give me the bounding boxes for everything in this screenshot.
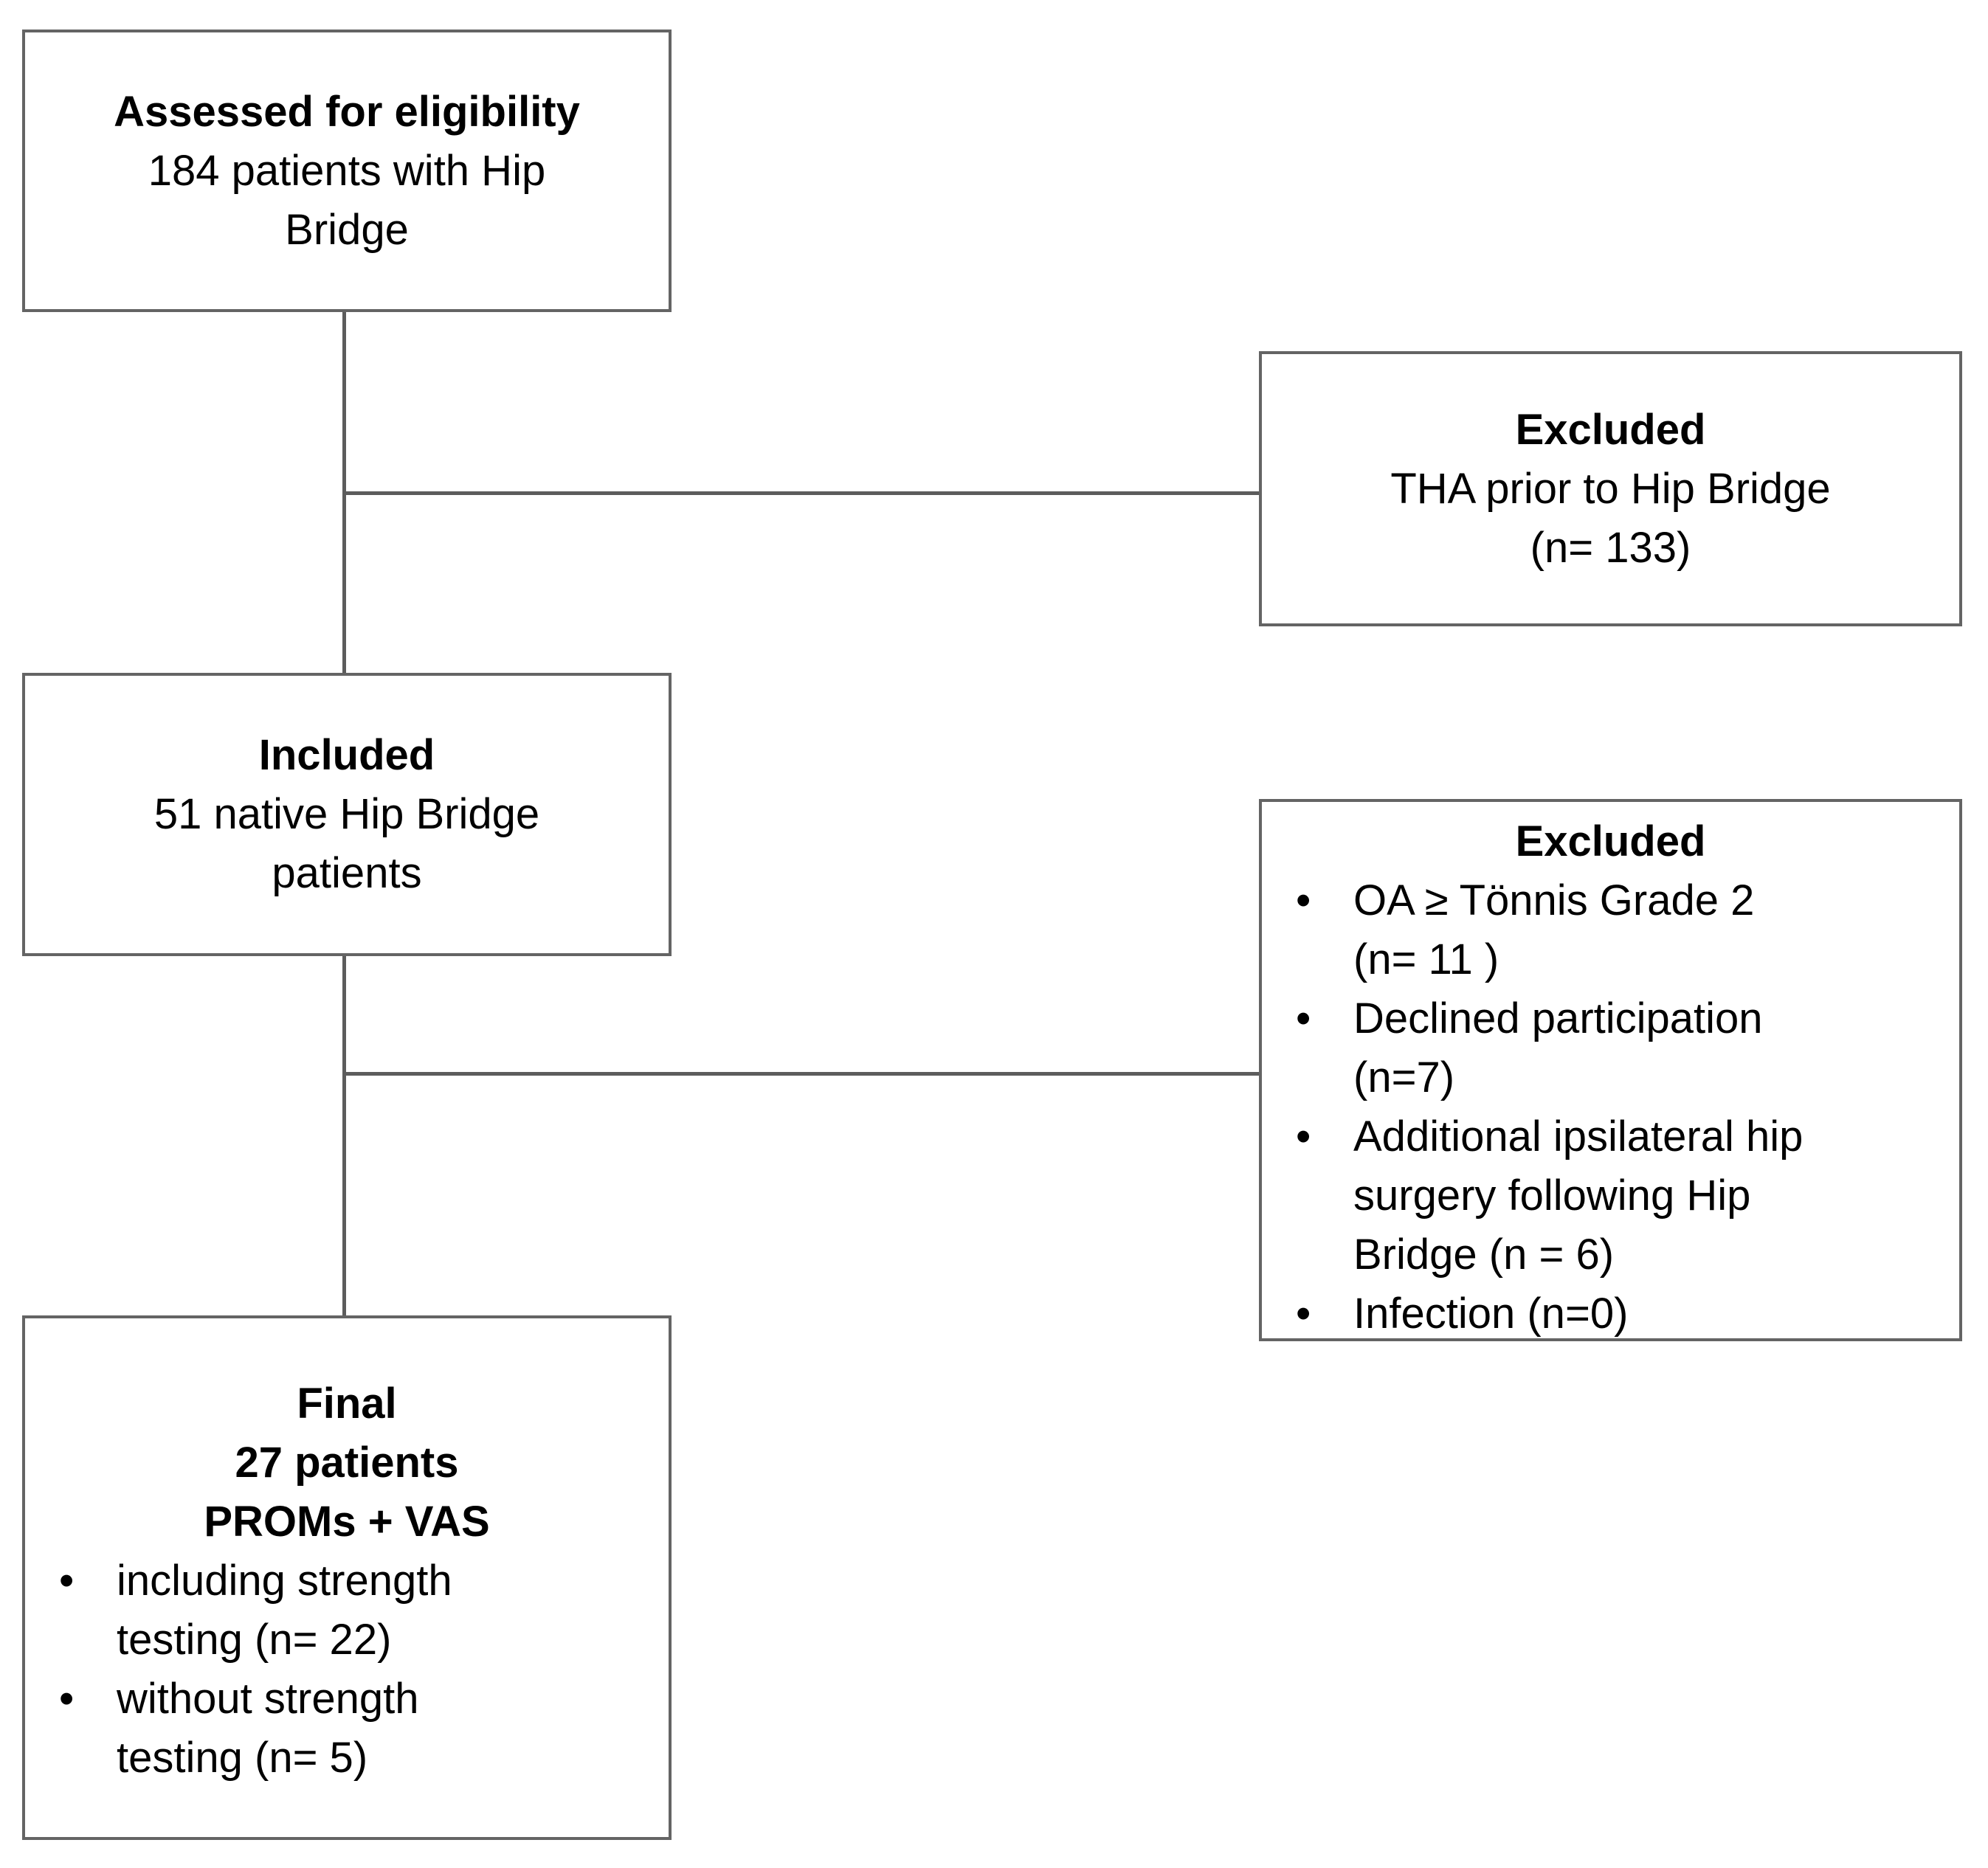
box-excluded-other: Excluded OA ≥ Tönnis Grade 2 (n= 11 ) De… [1259,799,1962,1343]
final-detail-list: including strength testing (n= 22) witho… [25,1552,669,1788]
box-body: 51 native Hip Bridge patients [153,790,540,897]
box-title: Final 27 patients PROMs + VAS [204,1380,490,1546]
box-final: Final 27 patients PROMs + VAS including … [22,1315,672,1840]
list-item: OA ≥ Tönnis Grade 2 (n= 11 ) [1262,871,1959,989]
list-item: Infection (n=0) [1262,1284,1959,1343]
connector-included-to-final [342,956,346,1315]
list-item: without strength testing (n= 5) [25,1670,669,1788]
box-body: 184 patients with Hip Bridge [148,146,546,254]
list-item: Declined participation (n=7) [1262,989,1959,1107]
list-item: Additional ipsilateral hip surgery follo… [1262,1107,1959,1284]
box-title: Included [258,731,435,779]
box-assessed-for-eligibility: Assessed for eligibility 184 patients wi… [22,30,672,312]
connector-branch-excluded-tha [342,491,1259,495]
box-body: THA prior to Hip Bridge (n= 133) [1390,464,1831,572]
box-title: Excluded [1515,405,1706,454]
box-included: Included 51 native Hip Bridge patients [22,673,672,956]
exclusion-reason-list: OA ≥ Tönnis Grade 2 (n= 11 ) Declined pa… [1262,871,1959,1343]
list-item: including strength testing (n= 22) [25,1552,669,1670]
box-excluded-tha: Excluded THA prior to Hip Bridge (n= 133… [1259,351,1962,626]
box-title: Assessed for eligibility [114,87,580,136]
connector-branch-excluded-other [342,1072,1259,1076]
box-title: Excluded [1515,817,1706,865]
